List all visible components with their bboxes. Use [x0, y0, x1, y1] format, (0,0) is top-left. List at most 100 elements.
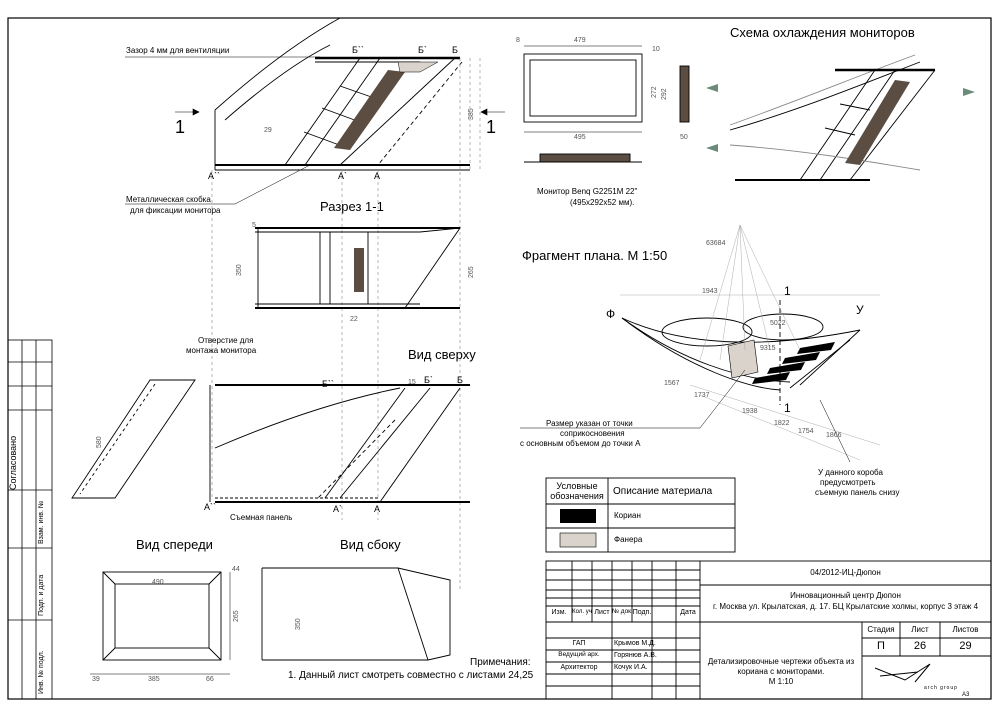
title-code: 04/2012-ИЦ-Дюпон [810, 568, 881, 577]
airflow-arrows [706, 84, 975, 152]
dim-490: 490 [152, 579, 164, 586]
side-stamp-agreed: Согласовано [8, 435, 18, 490]
dim-29: 29 [264, 127, 272, 134]
dim-63684: 63684 [706, 240, 726, 247]
monitor-section-1 [334, 70, 405, 150]
dim-265: 265 [233, 610, 240, 622]
legend-header-symbols-2: обозначения [550, 491, 604, 501]
point-b-top: Б [452, 45, 458, 55]
section-arrows [175, 108, 505, 116]
plan-corian-strips [752, 342, 835, 384]
dim-50: 50 [680, 134, 688, 141]
legend-row-corian: Кориан [614, 511, 641, 520]
dim-385: 385 [148, 676, 160, 683]
dim-265-section: 265 [468, 266, 475, 278]
side-stamp-grid [7, 339, 53, 700]
point-b1-top: Б` [418, 45, 427, 55]
plan-radial-lines [620, 224, 881, 461]
dim-1754: 1754 [798, 428, 814, 435]
monitor-drawing [523, 45, 690, 163]
left-panel-view [71, 379, 196, 499]
point-a2-plan: А`` [204, 502, 216, 512]
person-name-1: Горянюв А.В. [614, 652, 657, 659]
col-podp: Подп. [632, 609, 652, 616]
view-title-cooling: Схема охлаждения мониторов [730, 25, 915, 40]
point-a1-plan: А` [333, 504, 342, 514]
person-name-2: Кочук И.А. [614, 664, 648, 671]
sheets-value: 29 [959, 640, 972, 652]
title-object-2: г. Москва ул. Крылатская, д. 17. БЦ Крыл… [712, 602, 979, 611]
hole-note-2: монтажа монитора [186, 346, 257, 355]
plan-plywood [727, 339, 759, 379]
dim-39: 39 [92, 676, 100, 683]
point-a-top: А [374, 171, 381, 181]
dim-580: 580 [96, 436, 103, 448]
view-title-side: Вид сбоку [340, 537, 401, 552]
dim-66: 66 [206, 676, 214, 683]
description-2: кориана с мониторами. [737, 667, 825, 676]
dim-22: 22 [350, 316, 358, 323]
point-phi: Ф [606, 307, 616, 321]
top-view [209, 384, 470, 503]
side-stamp-swap-inv: Взам. инв. № [38, 500, 45, 544]
notes-item-1: 1. Данный лист смотреть совместно с лист… [288, 670, 534, 681]
legend-header-desc: Описание материала [613, 486, 713, 497]
description-scale: М 1:10 [768, 677, 794, 686]
hole-note-1: Отверстие для [198, 336, 254, 345]
panel-note: Съемная панель [230, 513, 293, 522]
format-label: А3 [962, 692, 970, 698]
point-b2-top: Б`` [352, 45, 364, 55]
stage-value: П [877, 640, 885, 652]
gap-note: Зазор 4 мм для вентиляции [126, 46, 230, 55]
logo-text: arch group [924, 685, 958, 691]
arch-group-logo [874, 663, 931, 683]
legend-swatch-plywood [559, 532, 597, 548]
view-title-section: Разрез 1-1 [320, 199, 384, 214]
box-note-2: предусмотреть [820, 478, 876, 487]
dim-1567: 1567 [664, 380, 680, 387]
person-role-1: Ведущий арх. [558, 651, 600, 658]
view-title-top: Вид сверху [408, 347, 476, 362]
side-view [261, 567, 451, 661]
leader-lines-plan [520, 369, 851, 463]
notes-title: Примечания: [470, 657, 531, 668]
box-note-3: съемную панель снизу [815, 488, 900, 497]
box-note-1: У данного короба [818, 468, 883, 477]
cooling-scheme [729, 54, 936, 181]
monitor-section-2 [354, 248, 364, 292]
plywood-1 [397, 61, 439, 73]
point-a2-top: А`` [208, 171, 220, 181]
dim-5: 5 [252, 222, 256, 229]
main-elevation [214, 17, 470, 171]
section-mark-left: 1 [175, 117, 186, 137]
col-list: Лист [594, 609, 610, 616]
sheet-value: 26 [913, 640, 927, 652]
legend-grid [545, 477, 736, 553]
dim-350-section: 350 [236, 264, 243, 276]
plan-section-mark-top: 1 [784, 284, 791, 298]
description-1: Детализировочные чертежи объекта из [707, 657, 855, 666]
dim-272: 272 [651, 86, 658, 98]
sheet-label: Лист [911, 625, 929, 634]
person-role-0: ГАП [572, 640, 586, 647]
dim-1866: 1866 [826, 432, 842, 439]
col-doc: № док. [612, 608, 633, 615]
dim-5022: 5022 [770, 320, 786, 327]
side-stamp-sign-date: Подп. и дата [38, 574, 45, 616]
section-1-1 [255, 227, 461, 309]
col-izm: Изм. [551, 609, 567, 616]
bracket-note-1: Металлическая скобка [126, 195, 211, 204]
monitor-note-1: Монитор Benq G2251M 22" [537, 187, 638, 196]
dim-1938: 1938 [742, 408, 758, 415]
section-mark-right: 1 [486, 117, 497, 137]
monitor-note-2: (495х292х52 мм). [570, 198, 635, 207]
title-block-grid [545, 560, 992, 700]
size-note-2: соприкосновения [560, 429, 625, 438]
dim-10: 10 [652, 46, 660, 53]
plan-fragment [621, 300, 861, 405]
col-kol-uch: Кол. уч [572, 609, 592, 615]
bracket-note-2: для фиксации монитора [130, 206, 221, 215]
monitor-section-3 [845, 80, 910, 165]
